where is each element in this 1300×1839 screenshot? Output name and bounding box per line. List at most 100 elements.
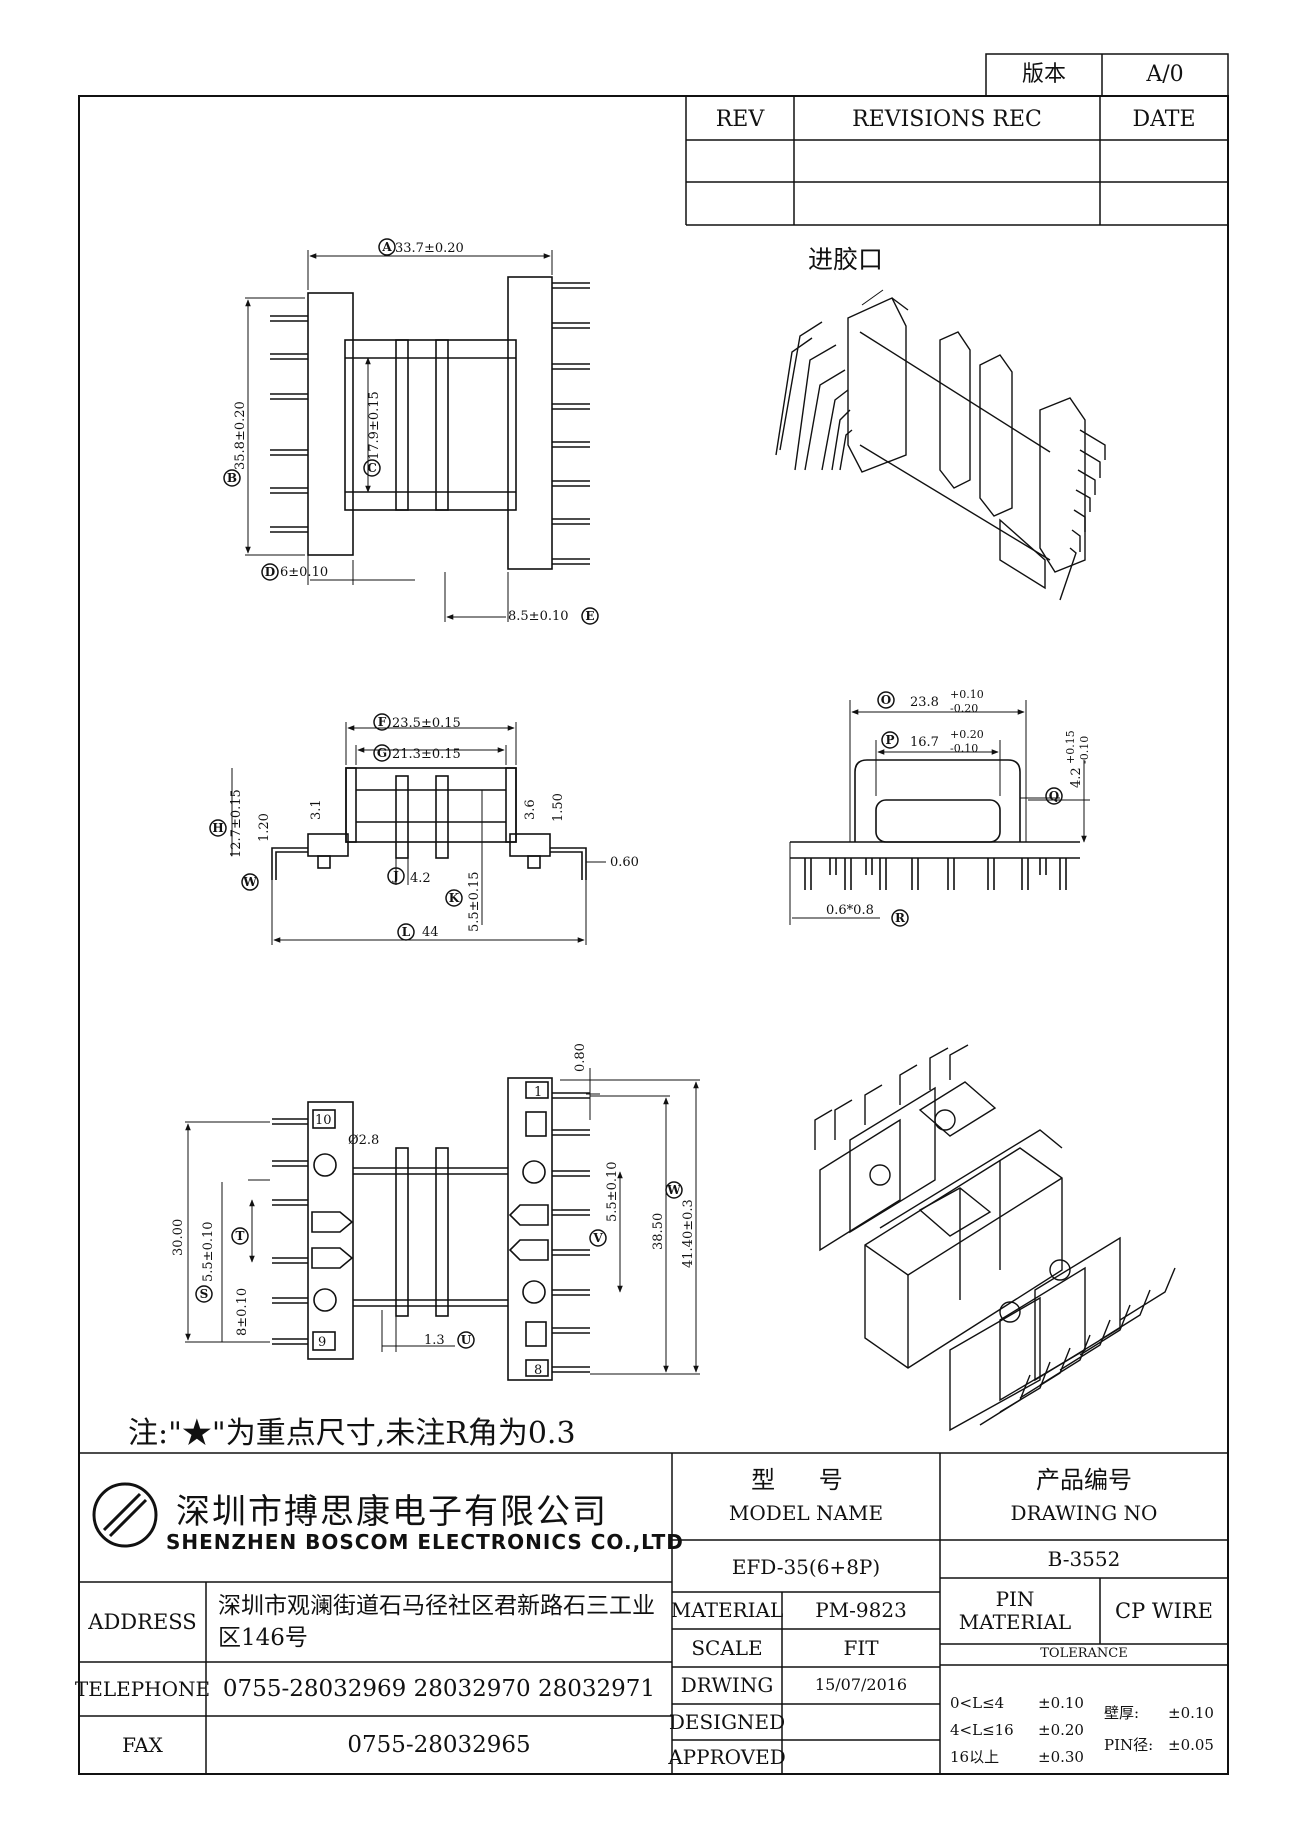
tolerance-row: 4<L≤16±0.20 xyxy=(950,1717,1100,1744)
version-label: 版本 xyxy=(1021,62,1066,88)
dimension-note: 注:"★"为重点尺寸,未注R角为0.3 xyxy=(128,1416,576,1451)
iso-view-lower xyxy=(814,1044,1176,1432)
letter-Q-badge: Q xyxy=(1045,787,1063,805)
wall-tolerance-label: 壁厚: xyxy=(1104,1704,1140,1722)
dim-O-lower: -0.20 xyxy=(950,702,978,715)
pin-material-value: CP WIRE xyxy=(1115,1598,1213,1623)
dim-H-text: 12.7±0.15 xyxy=(229,789,244,858)
letter-J-badge: J xyxy=(387,867,405,885)
top-view xyxy=(245,250,590,622)
scale-label: SCALE xyxy=(691,1635,763,1660)
pin-9-label: 9 xyxy=(318,1335,326,1350)
letter-F-badge: F xyxy=(373,713,391,731)
svg-text:L: L xyxy=(402,925,411,939)
company-name-en: SHENZHEN BOSCOM ELECTRONICS CO.,LTD xyxy=(166,1530,684,1554)
telephone-value: 0755-28032969 28032970 28032971 xyxy=(222,1675,656,1702)
approved-label: APPROVED xyxy=(668,1744,786,1769)
dim-3850-text: 38.50 xyxy=(651,1213,666,1250)
designed-label: DESIGNED xyxy=(668,1709,786,1734)
dim-36-text: 3.6 xyxy=(523,799,538,820)
svg-text:K: K xyxy=(449,891,460,905)
svg-text:T: T xyxy=(236,1229,245,1243)
letter-P-badge: P xyxy=(881,731,899,749)
dim-080-text: 0.80 xyxy=(573,1043,588,1072)
svg-text:S: S xyxy=(200,1287,209,1301)
svg-text:Q: Q xyxy=(1049,789,1059,803)
svg-text:C: C xyxy=(367,461,377,475)
model-name-cn: 型 号 xyxy=(751,1466,861,1495)
svg-text:O: O xyxy=(881,693,891,707)
letter-G-badge: G xyxy=(373,744,391,762)
letter-U-badge: U xyxy=(457,1331,475,1349)
rev-header: REV xyxy=(715,107,765,133)
drwing-date: 15/07/2016 xyxy=(814,1675,908,1695)
dim-A-text: 33.7±0.20 xyxy=(395,241,464,256)
iso-view-upper xyxy=(775,289,1106,601)
svg-text:P: P xyxy=(885,733,894,747)
front-view xyxy=(789,700,1090,925)
dim-R-text: 0.6*0.8 xyxy=(826,903,874,918)
dim-150-text: 1.50 xyxy=(551,793,566,822)
dim-P-lower: -0.10 xyxy=(950,742,978,755)
letter-R-badge: R xyxy=(891,909,909,927)
drawing-no-cn: 产品编号 xyxy=(1036,1466,1132,1495)
letter-E-badge: E xyxy=(581,607,599,625)
svg-text:F: F xyxy=(378,715,387,729)
dim-P-upper: +0.20 xyxy=(950,728,984,741)
gate-label: 进胶口 xyxy=(808,245,883,274)
fax-label: FAX xyxy=(122,1732,163,1757)
svg-text:D: D xyxy=(265,565,275,579)
svg-text:G: G xyxy=(377,746,387,760)
address-value: 深圳市观澜街道石马径社区君新路石三工业区146号 xyxy=(218,1593,655,1651)
dim-dia-text: Ø2.8 xyxy=(348,1133,379,1148)
dim-D-text: 6±0.10 xyxy=(280,565,328,580)
dim-G-text: 21.3±0.15 xyxy=(392,747,461,762)
dim-S-text: 5.5±0.10 xyxy=(201,1221,216,1282)
tolerance-label: TOLERANCE xyxy=(1040,1646,1128,1662)
svg-text:H: H xyxy=(212,821,223,835)
tolerance-range: 4<L≤16 xyxy=(950,1721,1014,1739)
tolerance-range: 16以上 xyxy=(950,1748,1000,1766)
dim-120-text: 1.20 xyxy=(257,813,272,842)
letter-O-badge: O xyxy=(877,691,895,709)
tolerance-row: 16以上 ±0.30 xyxy=(950,1744,1100,1771)
dim-O-nominal: 23.8 xyxy=(910,695,939,710)
letter-K-badge: K xyxy=(445,889,463,907)
svg-text:J: J xyxy=(392,869,399,883)
pin-material-label: PIN MATERIAL xyxy=(958,1587,1072,1634)
drwing-label: DRWING xyxy=(680,1673,774,1697)
dim-31-text: 3.1 xyxy=(309,799,324,820)
fax-value: 0755-28032965 xyxy=(347,1731,531,1758)
dim-T-text: 8±0.10 xyxy=(235,1288,250,1336)
tolerance-range: 0<L≤4 xyxy=(950,1694,1005,1712)
dim-V-text: 5.5±0.10 xyxy=(605,1161,620,1222)
dim-J-text: 4.2 xyxy=(410,871,431,886)
material-value: PM-9823 xyxy=(815,1598,907,1622)
pin-1-label: 1 xyxy=(534,1085,542,1100)
wall-tolerance: 壁厚: ±0.10 xyxy=(1104,1702,1214,1723)
letter-S-badge: S xyxy=(195,1285,213,1303)
pin-8-label: 8 xyxy=(534,1363,542,1378)
tolerance-table: 0<L≤4 ±0.10 4<L≤16±0.20 16以上 ±0.30 xyxy=(950,1690,1100,1771)
company-name-cn: 深圳市搏思康电子有限公司 xyxy=(176,1492,608,1532)
material-label: MATERIAL xyxy=(670,1598,784,1622)
dim-E-text: 8.5±0.10 xyxy=(508,609,569,624)
dim-3000-text: 30.00 xyxy=(171,1219,186,1256)
tolerance-row: 0<L≤4 ±0.10 xyxy=(950,1690,1100,1717)
pin-tolerance-label: PIN径: xyxy=(1104,1736,1154,1754)
model-name-en: MODEL NAME xyxy=(728,1500,884,1525)
tolerance-value: ±0.10 xyxy=(1038,1694,1084,1712)
company-logo xyxy=(92,1482,158,1548)
pin-tolerance: PIN径:±0.05 xyxy=(1104,1734,1214,1755)
tolerance-value: ±0.30 xyxy=(1038,1748,1084,1766)
date-header: DATE xyxy=(1132,107,1196,133)
dim-W-text: 41.40±0.3 xyxy=(681,1199,696,1268)
letter-A-badge: A xyxy=(378,238,396,256)
wall-tolerance-value: ±0.10 xyxy=(1168,1704,1214,1722)
designed-value xyxy=(782,1704,940,1740)
letter-W-badge-bottom: W xyxy=(665,1181,683,1199)
letter-V-badge: V xyxy=(589,1229,607,1247)
dim-B-text: 35.8±0.20 xyxy=(233,401,248,470)
